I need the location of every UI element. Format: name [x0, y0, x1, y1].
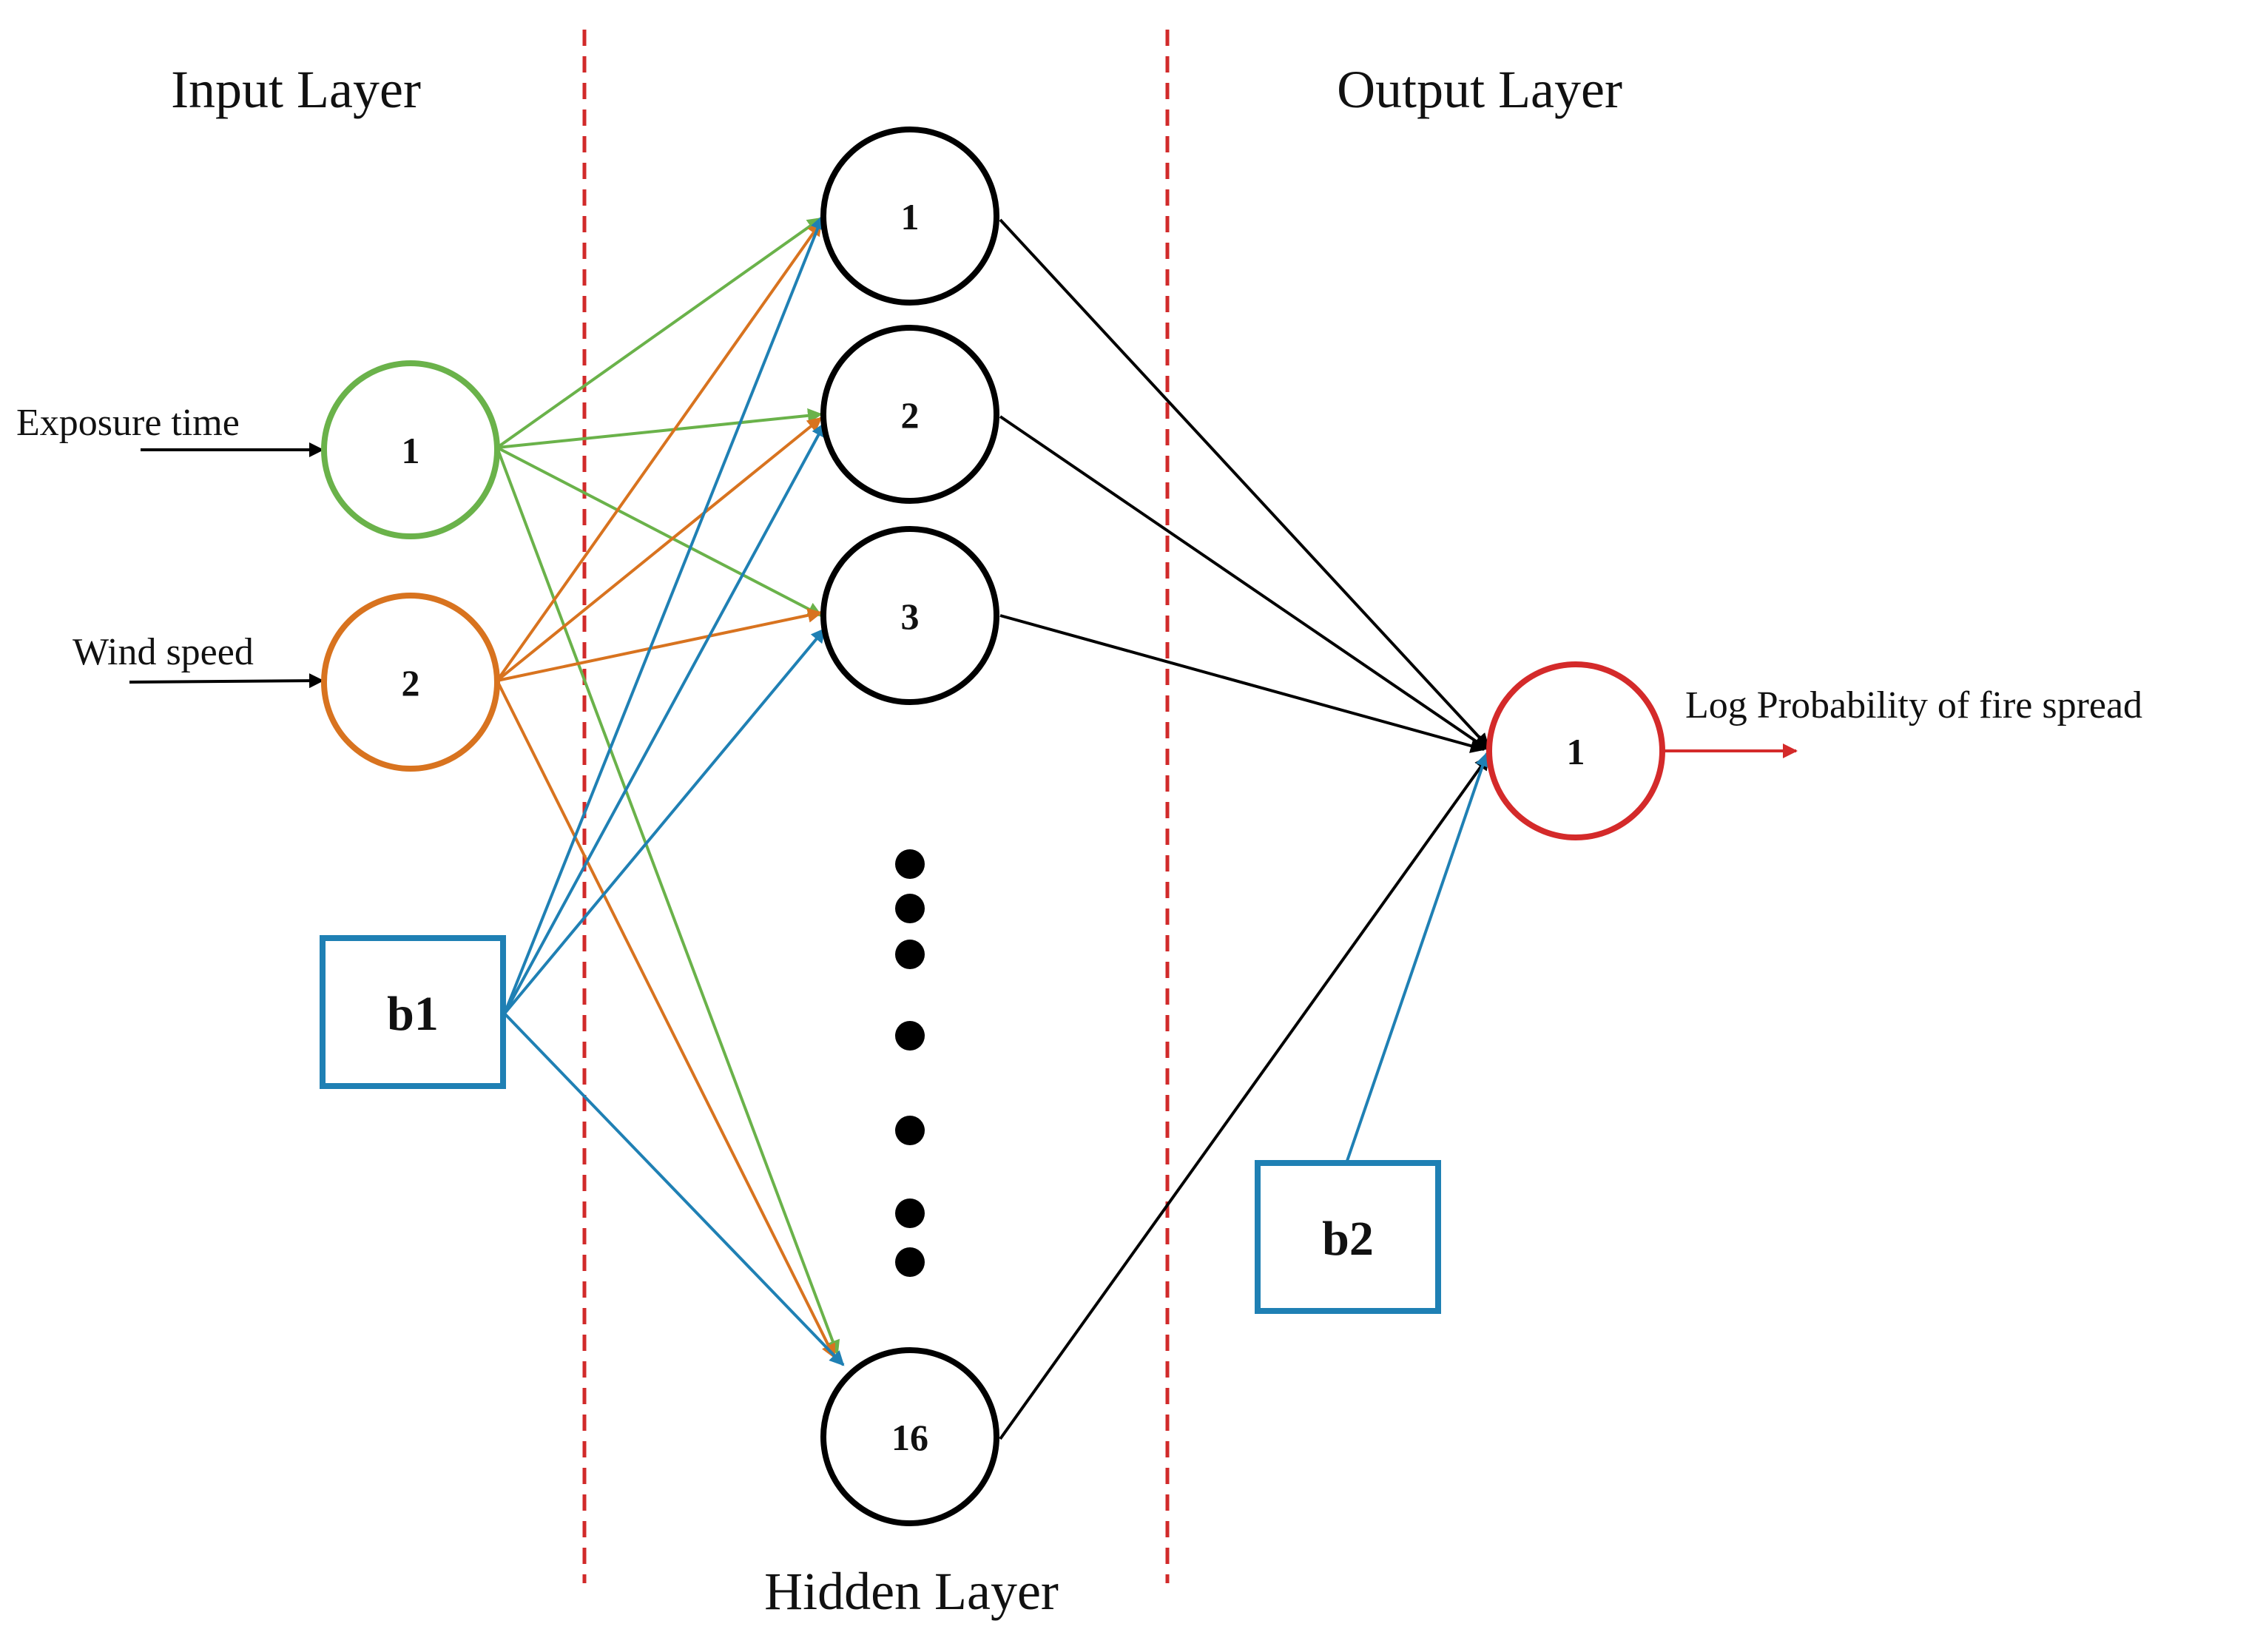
- hidden-node-3: 3: [820, 526, 999, 705]
- hidden-node-2-label: 2: [901, 394, 920, 436]
- hidden-ellipsis: [895, 849, 925, 1277]
- edge-i2-h1: [496, 220, 823, 682]
- edge-b2-o1: [1345, 752, 1490, 1164]
- ellipsis-dot: [895, 1247, 925, 1277]
- edge-i1-h2: [496, 408, 823, 449]
- input-node-1: 1: [321, 360, 500, 539]
- hidden-node-3-circle: [820, 526, 999, 705]
- hidden-node-1: 1: [820, 127, 999, 306]
- hidden-node-1-label: 1: [901, 196, 920, 237]
- edge-i2-h2: [496, 417, 823, 682]
- edge-i2-h3: [496, 607, 823, 682]
- output-layer-title: Output Layer: [1337, 60, 1622, 119]
- output-node-1-circle: [1486, 661, 1665, 840]
- hidden-node-3-label: 3: [901, 596, 920, 637]
- ellipsis-dot: [895, 1116, 925, 1145]
- ellipsis-dot: [895, 940, 925, 969]
- hidden-node-2: 2: [820, 325, 999, 504]
- bias-b2-box: [1255, 1160, 1441, 1314]
- edge-i1-h1: [496, 217, 823, 449]
- edge-i2-h16: [496, 680, 836, 1359]
- ellipsis-dot: [895, 1021, 925, 1051]
- hidden-node-16-label: 16: [891, 1417, 928, 1458]
- ellipsis-dot: [895, 849, 925, 879]
- edges-input-2: [496, 220, 836, 1359]
- input-feature-label-1: Exposure time: [16, 402, 240, 444]
- edge-h1-o1: [999, 218, 1490, 749]
- bias-b1: b1: [320, 935, 506, 1089]
- bias-b2: b2: [1255, 1160, 1441, 1314]
- output-label: Log Probability of fire spread: [1685, 684, 2142, 726]
- edge-b1-h16: [503, 1012, 845, 1366]
- edge-b1-h3: [503, 627, 826, 1015]
- ellipsis-dot: [895, 1198, 925, 1228]
- input-node-1-circle: [321, 360, 500, 539]
- bias-b1-box: [320, 935, 506, 1089]
- input-node-2: 2: [321, 593, 500, 772]
- edges-bias-1: [503, 215, 845, 1366]
- edge-b1-h1: [503, 215, 825, 1014]
- input-layer-title: Input Layer: [171, 60, 421, 119]
- edge-h16-o1: [999, 755, 1490, 1440]
- bias-b2-label: b2: [1322, 1212, 1374, 1266]
- output-node-1: 1: [1486, 661, 1665, 840]
- hidden-node-16-circle: [820, 1347, 999, 1526]
- hidden-node-2-circle: [820, 325, 999, 504]
- input-node-2-label: 2: [402, 662, 420, 704]
- edge-b1-h2: [503, 422, 826, 1014]
- edge-h2-o1: [999, 415, 1488, 750]
- edges-hidden-output: [999, 218, 1490, 1440]
- input-node-1-label: 1: [402, 430, 420, 471]
- bias-b1-label: b1: [387, 987, 439, 1041]
- edge-i1-h3: [496, 446, 823, 617]
- ellipsis-dot: [895, 894, 925, 923]
- input-arrow-2: [129, 673, 324, 689]
- edge-h3-o1: [999, 614, 1485, 753]
- hidden-node-16: 16: [820, 1347, 999, 1526]
- hidden-node-1-circle: [820, 127, 999, 306]
- hidden-layer-title: Hidden Layer: [764, 1562, 1059, 1621]
- input-node-2-circle: [321, 593, 500, 772]
- output-node-1-label: 1: [1567, 731, 1585, 772]
- input-feature-label-2: Wind speed: [72, 631, 254, 673]
